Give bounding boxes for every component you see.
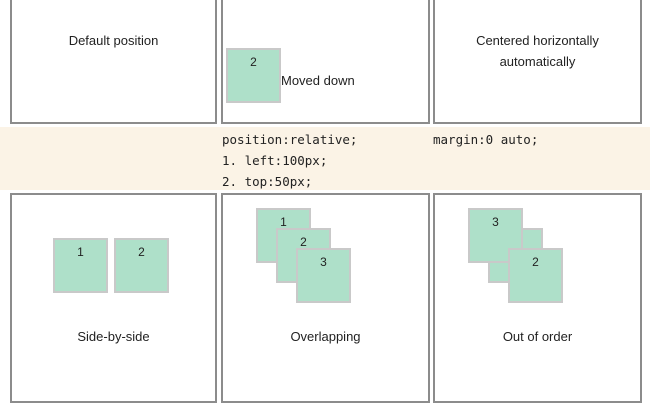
code-relative-line2: 1. left:100px;	[222, 153, 328, 168]
box-3: 3	[296, 248, 351, 303]
panel-out-of-order: 3 2 Out of order	[433, 193, 642, 403]
default-position-label: Default position	[68, 33, 159, 48]
centered-label-line2: automatically	[499, 54, 576, 69]
side-by-side-label: Side-by-side	[77, 329, 150, 344]
out-of-order-label: Out of order	[502, 329, 573, 344]
panel-moved-down: 2 Moved down	[221, 0, 430, 124]
code-relative-line3: 2. top:50px;	[222, 174, 313, 189]
box-2: 2	[508, 248, 563, 303]
box-1: 1	[53, 238, 108, 293]
code-margin: margin:0 auto;	[433, 132, 539, 147]
box-2: 2	[114, 238, 169, 293]
panel-overlapping: 1 2 3 Overlapping	[221, 193, 430, 403]
panel-side-by-side: 1 2 Side-by-side	[10, 193, 217, 403]
code-band	[0, 127, 650, 190]
centered-label-line1: Centered horizontally	[476, 33, 599, 48]
box-2: 2	[226, 48, 281, 103]
code-relative-line1: position:relative;	[222, 132, 358, 147]
moved-down-label: Moved down	[281, 73, 355, 88]
overlapping-label: Overlapping	[290, 329, 361, 344]
panel-centered: Centered horizontally automatically	[433, 0, 642, 124]
panel-default-position: Default position	[10, 0, 217, 124]
